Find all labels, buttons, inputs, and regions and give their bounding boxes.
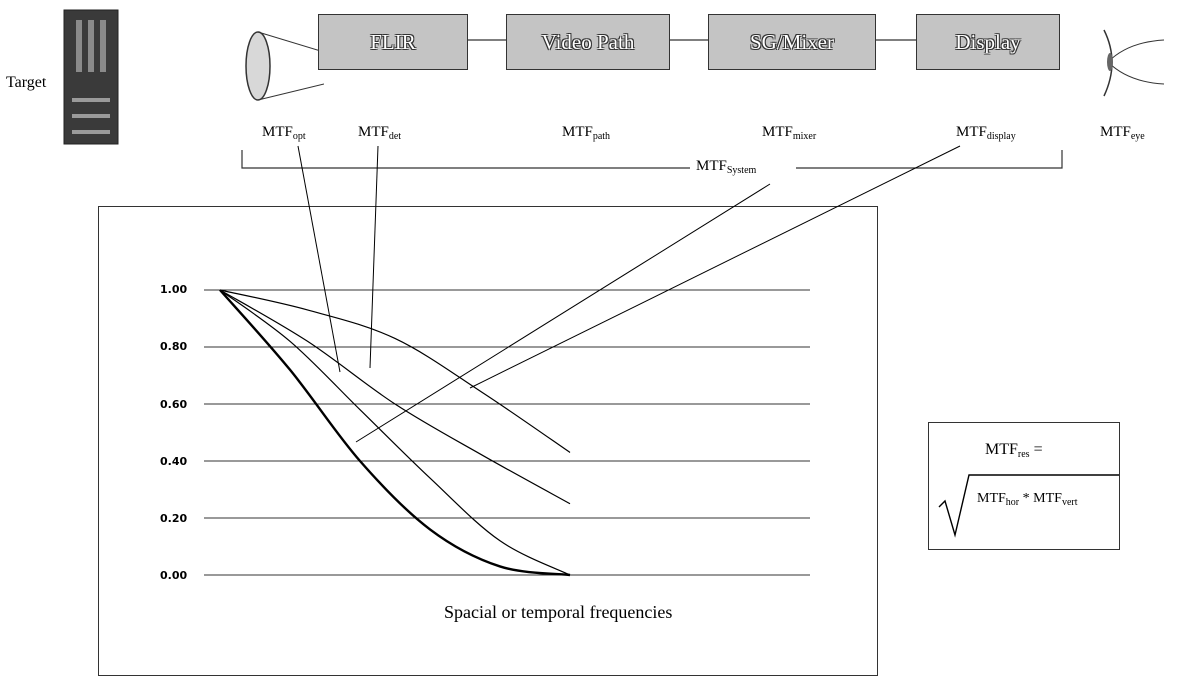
series-line-1 <box>219 289 571 453</box>
x-axis-label: Spacial or temporal frequencies <box>444 602 673 622</box>
lens-icon <box>244 26 325 126</box>
ytick-label: 0.60 <box>160 398 188 411</box>
leader-line <box>369 145 379 369</box>
video-path-block: Video Path <box>506 14 670 70</box>
ytick-label: 1.00 <box>160 283 188 296</box>
eye-icon <box>1098 22 1168 102</box>
target-image <box>60 6 122 146</box>
block-connectors <box>241 39 1063 169</box>
ytick-label: 0.80 <box>160 340 188 353</box>
series-line-3 <box>219 289 571 576</box>
formula-box: MTFres = MTFhor * MTFvert <box>928 422 1120 550</box>
ytick-label: 0.20 <box>160 512 188 525</box>
leader-line <box>355 183 771 443</box>
mtf-mixer-label: MTFmixer <box>762 124 817 142</box>
mtf-opt-label: MTFopt <box>262 124 306 142</box>
mtf-system-label: MTFSystem <box>696 158 757 176</box>
square-root-sign <box>938 474 1119 538</box>
ytick-label: 0.00 <box>160 569 188 582</box>
video-path-label: Video Path <box>541 29 635 54</box>
mtf-det-label: MTFdet <box>358 124 402 142</box>
target-label: Target <box>6 74 47 91</box>
series-line-4 <box>219 289 571 577</box>
sg-mixer-label: SG/Mixer <box>750 29 834 54</box>
display-block: Display <box>916 14 1060 70</box>
display-label: Display <box>955 29 1021 54</box>
leader-line <box>469 145 961 389</box>
series-line-2 <box>219 289 571 505</box>
ytick-label: 0.40 <box>160 455 188 468</box>
sg-mixer-block: SG/Mixer <box>708 14 876 70</box>
mtf-eye-label: MTFeye <box>1100 124 1145 142</box>
leader-line <box>297 145 341 373</box>
mtf-path-label: MTFpath <box>562 124 611 142</box>
mtf-display-label: MTFdisplay <box>956 124 1016 142</box>
flir-label: FLIR <box>370 29 416 54</box>
formula-rhs: MTFhor * MTFvert <box>977 491 1078 508</box>
flir-block: FLIR <box>318 14 468 70</box>
formula-lhs: MTFres = <box>985 441 1043 460</box>
